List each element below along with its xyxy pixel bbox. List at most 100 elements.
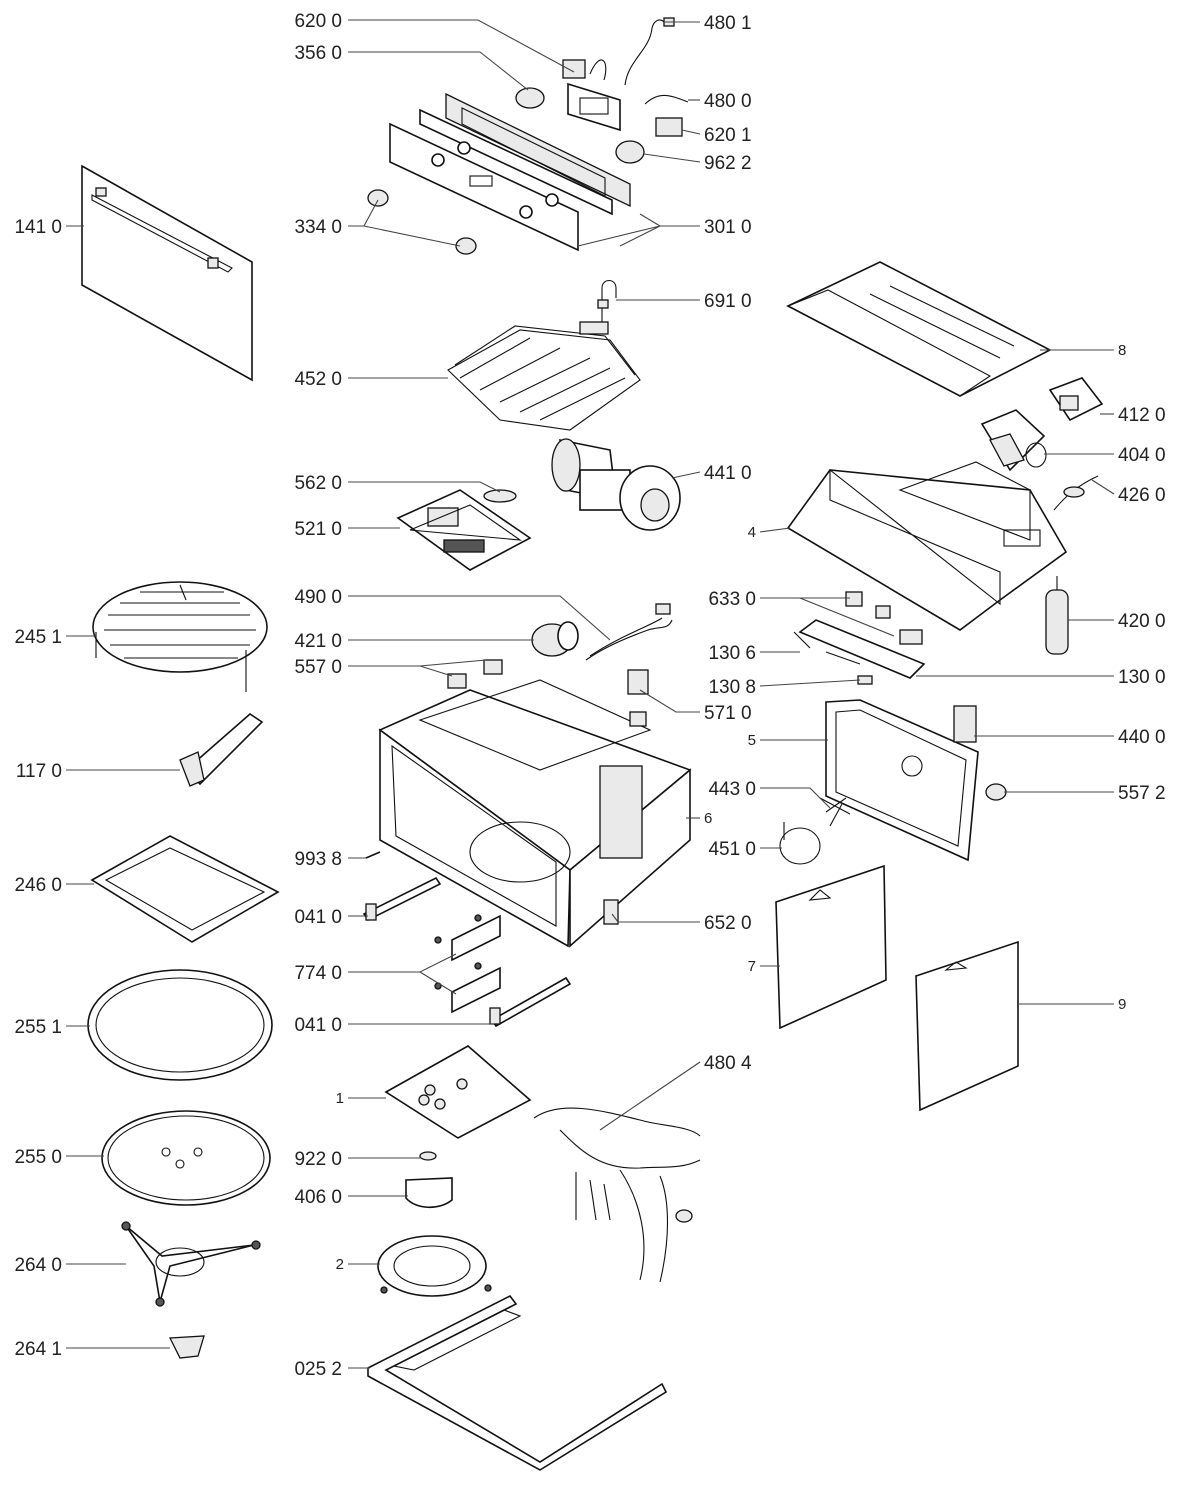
part-door-switches xyxy=(793,591,926,685)
part-turntable-motor xyxy=(405,1151,453,1209)
label-774-0: 774 0 xyxy=(294,963,342,984)
part-thermostats xyxy=(447,659,503,689)
label-7: 7 xyxy=(748,958,756,975)
label-130-8: 130 8 xyxy=(708,677,756,698)
part-sensor xyxy=(597,279,617,322)
part-screw xyxy=(365,851,381,859)
part-knobs xyxy=(367,189,477,255)
label-334-0: 334 0 xyxy=(294,217,342,238)
label-562-0: 562 0 xyxy=(294,473,342,494)
part-oven-cavity xyxy=(378,679,692,948)
part-bottom-frame xyxy=(367,1294,668,1471)
label-025-2: 025 2 xyxy=(294,1359,342,1380)
label-620-0: 620 0 xyxy=(294,11,342,32)
part-440 xyxy=(953,705,977,743)
label-4: 4 xyxy=(748,524,756,541)
label-480-0: 480 0 xyxy=(704,91,752,112)
label-301-0: 301 0 xyxy=(704,217,752,238)
label-652-0: 652 0 xyxy=(704,913,752,934)
label-9: 9 xyxy=(1118,996,1126,1013)
label-620-1: 620 1 xyxy=(704,125,752,146)
label-420-0: 420 0 xyxy=(1118,611,1166,632)
label-246-0: 246 0 xyxy=(14,875,62,896)
label-5: 5 xyxy=(748,732,756,749)
label-480-1: 480 1 xyxy=(704,13,752,34)
part-handle-tool xyxy=(179,712,264,787)
label-412-0: 412 0 xyxy=(1118,405,1166,426)
label-440-0: 440 0 xyxy=(1118,727,1166,748)
label-557-0: 557 0 xyxy=(294,657,342,678)
part-power-cord xyxy=(585,603,673,661)
part-cable xyxy=(1053,475,1099,511)
part-rail-lower xyxy=(489,976,572,1028)
part-ring-plate xyxy=(377,1235,492,1297)
part-652 xyxy=(603,899,619,925)
label-041-0-upper: 041 0 xyxy=(294,907,342,928)
part-transformer xyxy=(1048,377,1104,422)
part-base-plate xyxy=(786,461,1068,631)
part-small-motor xyxy=(531,621,579,657)
label-255-0: 255 0 xyxy=(14,1147,62,1168)
label-041-0-lower: 041 0 xyxy=(294,1015,342,1036)
part-round-rack xyxy=(92,581,268,692)
label-557-2: 557 2 xyxy=(1118,783,1166,804)
label-922-0: 922 0 xyxy=(294,1149,342,1170)
label-993-8: 993 8 xyxy=(294,849,342,870)
part-fuse-and-board xyxy=(396,489,532,571)
part-wiring-harness xyxy=(533,1107,701,1283)
label-452-0: 452 0 xyxy=(294,369,342,390)
label-480-4: 480 4 xyxy=(704,1053,752,1074)
leader-lines xyxy=(66,19,1115,1369)
label-2: 2 xyxy=(336,1256,344,1273)
label-356-0: 356 0 xyxy=(294,43,342,64)
part-571 xyxy=(627,669,649,695)
part-side-panel-9 xyxy=(915,940,1019,1112)
label-441-0: 441 0 xyxy=(704,463,752,484)
label-490-0: 490 0 xyxy=(294,587,342,608)
part-fan-motor xyxy=(551,438,681,531)
label-406-0: 406 0 xyxy=(294,1187,342,1208)
label-521-0: 521 0 xyxy=(294,519,342,540)
label-141-0: 141 0 xyxy=(14,217,62,238)
part-control-panel xyxy=(389,92,631,252)
part-heating-element xyxy=(447,321,641,431)
label-264-1: 264 1 xyxy=(14,1339,62,1360)
part-brackets xyxy=(434,914,501,1014)
label-264-0: 264 0 xyxy=(14,1255,62,1276)
label-962-2: 962 2 xyxy=(704,153,752,174)
part-capacitor xyxy=(1045,576,1069,655)
part-labels: 620 0 356 0 480 1 480 0 620 1 962 2 141 … xyxy=(14,11,1165,1380)
label-426-0: 426 0 xyxy=(1118,485,1166,506)
part-ring xyxy=(87,969,273,1081)
label-117-0: 117 0 xyxy=(16,761,62,782)
part-rail-upper xyxy=(362,876,442,922)
label-451-0: 451 0 xyxy=(708,839,756,860)
label-245-1: 245 1 xyxy=(14,627,62,648)
part-roller-support xyxy=(121,1221,261,1359)
part-turntable xyxy=(101,1110,271,1206)
part-magnetron xyxy=(980,409,1047,472)
part-door xyxy=(81,164,253,382)
part-557-2 xyxy=(985,783,1007,801)
label-130-6: 130 6 xyxy=(708,643,756,664)
label-421-0: 421 0 xyxy=(294,631,342,652)
part-top-panel xyxy=(786,261,1052,397)
label-633-0: 633 0 xyxy=(708,589,756,610)
label-443-0: 443 0 xyxy=(708,779,756,800)
label-404-0: 404 0 xyxy=(1118,445,1166,466)
label-8: 8 xyxy=(1118,342,1126,359)
label-255-1: 255 1 xyxy=(14,1017,62,1038)
part-side-panel-7 xyxy=(775,864,887,1030)
part-switch-assembly xyxy=(515,17,689,164)
label-130-0: 130 0 xyxy=(1118,667,1166,688)
part-tray xyxy=(90,835,280,943)
label-6: 6 xyxy=(704,810,712,827)
label-691-0: 691 0 xyxy=(704,291,752,312)
part-443 xyxy=(819,797,851,827)
part-back-housing xyxy=(825,699,979,862)
label-571-0: 571 0 xyxy=(704,703,752,724)
label-1: 1 xyxy=(336,1090,344,1107)
part-451 xyxy=(779,822,821,865)
